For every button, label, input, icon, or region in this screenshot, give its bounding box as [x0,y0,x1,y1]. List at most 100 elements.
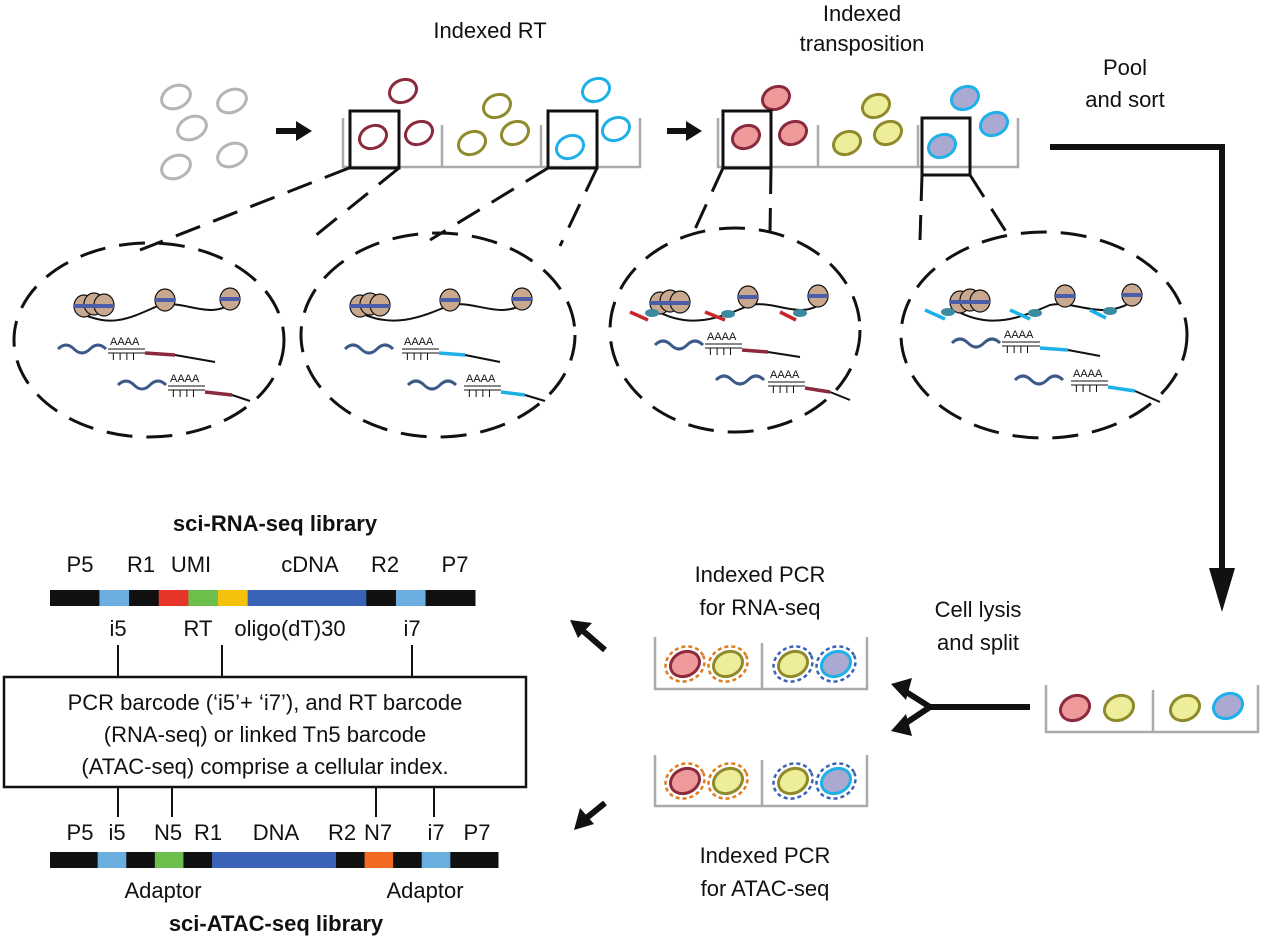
segment-rt [158,590,189,606]
split-arrow [901,687,1030,728]
segment-p7 [450,852,499,868]
polyt-text: TTTT [707,346,734,358]
pcr-rna-plate [653,637,869,691]
rna-p5-label: P5 [67,552,94,577]
note-line-3: (ATAC-seq) comprise a cellular index. [81,754,448,779]
pcr-rna-label-2: for RNA-seq [699,595,820,620]
polyt-text: TTTT [770,384,797,396]
rt-plate [341,76,642,170]
polyt-text: TTTT [110,351,137,363]
indexed-transposition-label-2: transposition [800,31,925,56]
segment-r2 [335,852,366,868]
rna-i5-label: i5 [109,616,126,641]
unindexed-nuclei [160,83,248,181]
split-arrow-head-down [891,714,912,736]
segment-umi [188,590,219,606]
indexed-rt-label: Indexed RT [433,18,546,43]
segment-p5 [50,590,100,606]
lysis-plate [1044,685,1260,734]
polya-text: AAAA [707,331,737,343]
segment-n5 [154,852,184,868]
segment-oligo [218,590,249,606]
polyt-text: TTTT [466,388,493,400]
pcr-atac-plate [653,755,869,808]
polya-text: AAAA [770,369,800,381]
rna-library-title: sci-RNA-seq library [173,511,378,536]
rna-library-bar [50,590,476,606]
lysis-label-1: Cell lysis [935,597,1022,622]
rna-p7-label: P7 [442,552,469,577]
polya-text: AAAA [170,373,200,385]
rna-arrow-head [570,620,592,638]
polya-text: AAAA [1073,368,1103,380]
polyt-text: TTTT [1004,344,1031,356]
rna-oligo-label: oligo(dT)30 [234,616,345,641]
polyt-text: TTTT [404,351,431,363]
segment-dna [212,852,337,868]
zoomed-nucleus-4: AAAA TTTT AAAA TTTT [899,230,1189,440]
segment-black2 [393,852,423,868]
note-line-2: (RNA-seq) or linked Tn5 barcode [104,722,426,747]
polya-text: AAAA [1004,329,1034,341]
zoomed-nucleus-3: AAAA TTTT AAAA TTTT [608,226,862,434]
atac-library-top-labels: P5 i5 N5 R1 DNA R2 N7 i7 P7 [67,820,491,845]
segment-cdna [247,590,367,606]
rna-umi-label: UMI [171,552,211,577]
atac-i7-label: i7 [427,820,444,845]
polya-text: AAAA [110,336,140,348]
segment-r2 [366,590,397,606]
segment-p5 [50,852,99,868]
segment-r1 [129,590,160,606]
transposition-plate [716,84,1020,177]
atac-library-title: sci-ATAC-seq library [169,911,384,936]
rna-library-top-labels: P5 R1 UMI cDNA R2 P7 [67,552,469,577]
atac-r2-label: R2 [328,820,356,845]
split-arrow-head-up [891,678,912,700]
atac-n5-label: N5 [154,820,182,845]
rna-r1-label: R1 [127,552,155,577]
segment-i5 [97,852,127,868]
indexed-transposition-label-1: Indexed [823,1,901,26]
rna-arrow [580,627,607,653]
segment-p7 [425,590,476,606]
cellular-index-note: PCR barcode (‘i5’+ ‘i7’), and RT barcode… [2,675,528,789]
segment-i7 [421,852,451,868]
atac-r1-label: R1 [194,820,222,845]
segment-black1 [126,852,156,868]
arrow-to-transposition-head [686,121,702,141]
note-line-1: PCR barcode (‘i5’+ ‘i7’), and RT barcode [68,690,463,715]
rna-library-bottom-labels: i5 RT oligo(dT)30 i7 [109,616,420,641]
atac-p5-label: P5 [67,820,94,845]
pcr-atac-label-1: Indexed PCR [700,843,831,868]
pool-arrow-head [1209,568,1235,612]
zoom-lines [139,166,1012,252]
atac-arrow-head [574,808,594,830]
arrow-to-rt-head [296,121,312,141]
rna-rt-label: RT [184,616,213,641]
rna-cdna-label: cDNA [281,552,339,577]
adaptor-right-label: Adaptor [386,878,463,903]
lysis-label-2: and split [937,630,1019,655]
pcr-atac-label-2: for ATAC-seq [701,876,830,901]
atac-i5-label: i5 [108,820,125,845]
atac-dna-label: DNA [253,820,300,845]
pool-arrow [1050,144,1225,575]
atac-connectors [117,787,435,817]
zoomed-nucleus-2: AAAA TTTT AAAA TTTT [299,231,577,439]
rna-r2-label: R2 [371,552,399,577]
segment-i7 [395,590,427,606]
segment-i5 [99,590,130,606]
pool-label-2: and sort [1085,87,1165,112]
zoomed-nucleus-1: AAAA TTTT AAAA TTTT [12,241,286,439]
atac-p7-label: P7 [464,820,491,845]
rna-connectors [117,645,413,677]
pcr-rna-label-1: Indexed PCR [695,562,826,587]
pool-label-1: Pool [1103,55,1147,80]
atac-n7-label: N7 [364,820,392,845]
atac-library-bar [50,852,499,868]
rna-i7-label: i7 [403,616,420,641]
polya-text: AAAA [466,373,496,385]
segment-r1 [183,852,213,868]
polya-text: AAAA [404,336,434,348]
